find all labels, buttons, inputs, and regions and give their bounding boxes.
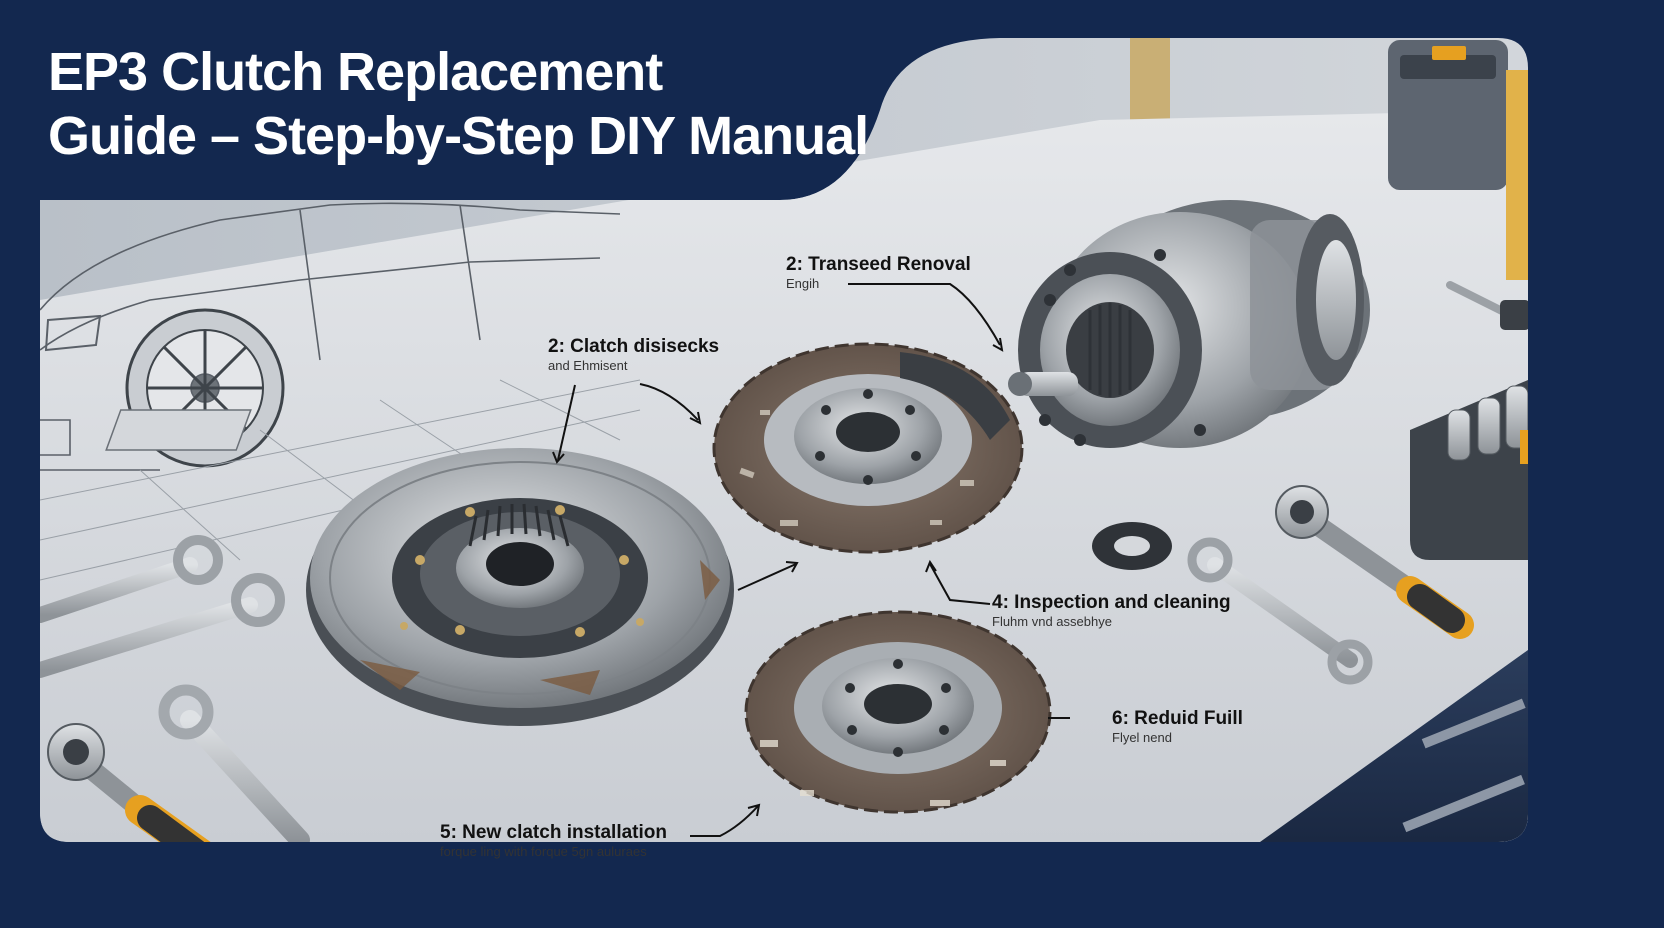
transmission-assembly (1008, 200, 1370, 448)
callout-subtext: Fluhm vnd assebhye (992, 614, 1112, 629)
tool-case (1388, 40, 1528, 280)
callout-heading: 4: Inspection and cleaning (992, 592, 1231, 613)
screwdriver-bit (1446, 281, 1528, 330)
title-line-2: Guide – Step-by-Step DIY Manual (48, 106, 869, 166)
friction-disc (744, 610, 1052, 814)
callout-subtext: Flyel nend (1112, 730, 1172, 745)
socket-set (1410, 380, 1528, 560)
title-line-1: EP3 Clutch Replacement (48, 42, 663, 102)
scene-panel (40, 38, 1528, 842)
callout-heading: 2: Transeed Renoval (786, 254, 971, 275)
callout-inspection-cleaning: 4: Inspection and cleaning Fluhm vnd ass… (992, 592, 1231, 630)
wrench-right (1187, 537, 1373, 685)
clutch-disc (712, 342, 1024, 554)
wrenches-left (40, 535, 310, 842)
callout-rebuild-flywheel: 6: Reduid Fuill Flyel nend (1112, 708, 1243, 746)
callout-transmission-removal: 2: Transeed Renoval Engih (786, 254, 971, 292)
page-title: EP3 Clutch Replacement Guide – Step-by-S… (48, 40, 869, 168)
callout-new-clutch-installation: 5: New clatch installation forque ling w… (440, 822, 667, 860)
callout-subtext: forque ling with forque 5gn auluraes (440, 844, 647, 859)
callout-subtext: and Ehmisent (548, 358, 628, 373)
callout-heading: 5: New clatch installation (440, 822, 667, 843)
ratchet-right (1275, 485, 1474, 639)
seal-ring (1092, 522, 1172, 570)
callout-clutch-disassembly: 2: Clatch disisecks and Ehmisent (548, 336, 719, 374)
car-sketch (40, 202, 641, 581)
callout-arrows (552, 283, 1070, 837)
callout-heading: 6: Reduid Fuill (1112, 708, 1243, 729)
callout-heading: 2: Clatch disisecks (548, 336, 720, 357)
pressure-plate (306, 448, 734, 726)
callout-subtext: Engih (786, 276, 820, 291)
